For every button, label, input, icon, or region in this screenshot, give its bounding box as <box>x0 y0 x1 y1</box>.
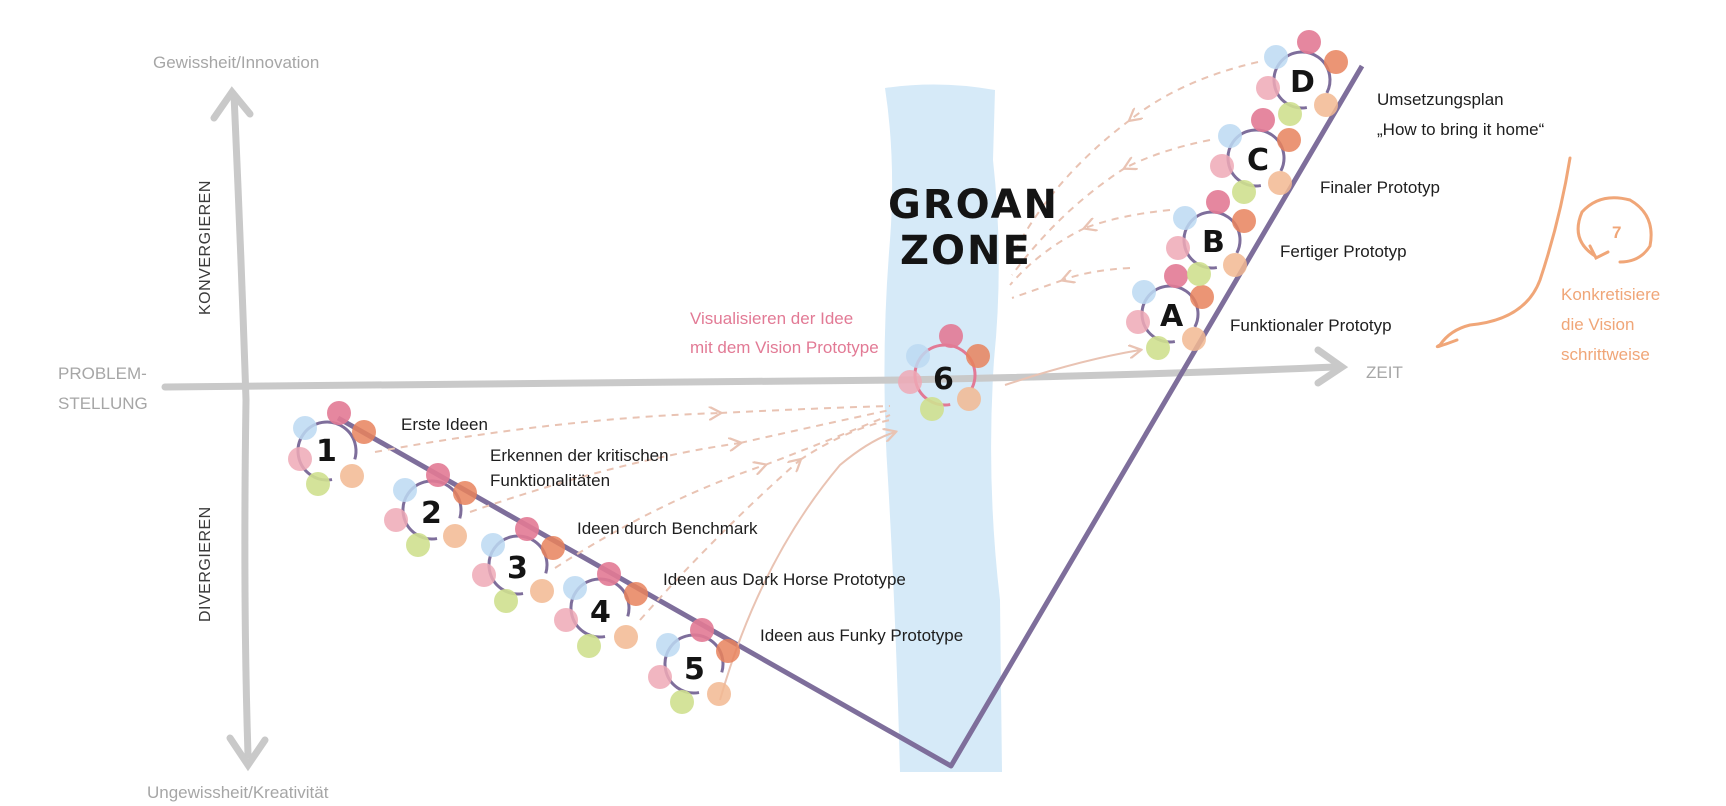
step-label-d-line2: „How to bring it home“ <box>1377 120 1545 139</box>
groan-zone-title-2: ZONE <box>900 228 1032 274</box>
step-letter-d: D <box>1290 65 1315 100</box>
groan-zone-title-1: GROAN <box>888 182 1059 228</box>
dashed-arrow-from-3 <box>554 465 765 569</box>
step-letter-c: C <box>1247 143 1269 178</box>
concretize-cycle-arrowhead <box>1588 244 1610 261</box>
vision-label-line1: Visualisieren der Idee <box>690 309 853 328</box>
step-label-1: Erste Ideen <box>401 415 488 434</box>
vertical-axis-arrowhead-bottom <box>226 734 269 772</box>
axis-label-right: ZEIT <box>1366 363 1403 382</box>
horizontal-axis <box>161 363 1339 391</box>
dashed-arrows-back-to-groan-zone <box>1009 61 1259 299</box>
groan-zone-band <box>884 84 1002 772</box>
step-number-2: 2 <box>421 496 442 531</box>
axes <box>161 86 1349 772</box>
step-cycle-1: 1 <box>288 401 376 496</box>
axis-label-diverge: DIVERGIEREN <box>197 506 214 622</box>
solid-arrow-6-to-a <box>1004 350 1140 386</box>
step-number-1: 1 <box>316 434 337 469</box>
step-cycle-4: 4 <box>554 562 648 658</box>
vertical-axis-arrowhead-top <box>210 86 254 122</box>
horizontal-axis-arrowhead <box>1314 346 1349 387</box>
solid-arrow-from-5 <box>719 432 895 701</box>
axis-label-converge: KONVERGIEREN <box>197 180 214 315</box>
step-cycle-3: 3 <box>472 517 565 613</box>
step-cycle-a: A <box>1126 264 1214 360</box>
step-letter-a: A <box>1160 299 1184 334</box>
step-label-c: Finaler Prototyp <box>1320 178 1440 197</box>
axis-label-top: Gewissheit/Innovation <box>153 53 319 72</box>
step-label-5: Ideen aus Funky Prototype <box>760 626 963 645</box>
step-number-6: 6 <box>933 362 954 397</box>
step-label-2-line1: Erkennen der kritischen <box>490 446 669 465</box>
step-cycle-2: 2 <box>384 463 477 557</box>
dashed-arrow-from-2 <box>469 443 740 513</box>
step-letter-b: B <box>1202 225 1225 260</box>
step-label-b: Fertiger Prototyp <box>1280 242 1407 261</box>
step-label-a: Funktionaler Prototyp <box>1230 316 1392 335</box>
concretize-squiggle <box>1435 156 1572 349</box>
step-label-4: Ideen aus Dark Horse Prototype <box>663 570 906 589</box>
concretize-label-line2: die Vision <box>1561 315 1634 334</box>
dashed-arrows-into-groan-zone <box>374 405 891 621</box>
dashed-arrow-from-4 <box>639 460 800 621</box>
dashed-arrow-from-1 <box>374 413 720 453</box>
process-v-line <box>336 64 1365 769</box>
axis-label-bottom: Ungewissheit/Kreativität <box>147 783 329 802</box>
axis-label-left-1: PROBLEM- <box>58 364 147 383</box>
concretize-label-line3: schrittweise <box>1561 345 1650 364</box>
concretize-cycle <box>1576 196 1653 264</box>
step-number-5: 5 <box>684 652 705 687</box>
step-number-3: 3 <box>507 551 528 586</box>
axis-label-left-2: STELLUNG <box>58 394 148 413</box>
concretize-number: 7 <box>1612 223 1621 242</box>
vision-label-line2: mit dem Vision Prototype <box>690 338 879 357</box>
step-cycle-5: 5 <box>648 618 740 714</box>
step-label-3: Ideen durch Benchmark <box>577 519 758 538</box>
step-cycle-d: D <box>1256 30 1348 126</box>
step-cycle-c: C <box>1210 108 1301 204</box>
step-label-d-line1: Umsetzungsplan <box>1377 90 1504 109</box>
step-cycle-b: B <box>1166 190 1256 286</box>
step-number-4: 4 <box>590 595 611 630</box>
step-cycle-6: 6 <box>898 324 990 421</box>
concretize-group: 7 Konkretisiere die Vision schrittweise <box>1435 156 1660 364</box>
concretize-label-line1: Konkretisiere <box>1561 285 1660 304</box>
step-label-2-line2: Funktionalitäten <box>490 471 610 490</box>
vertical-axis <box>230 91 252 759</box>
